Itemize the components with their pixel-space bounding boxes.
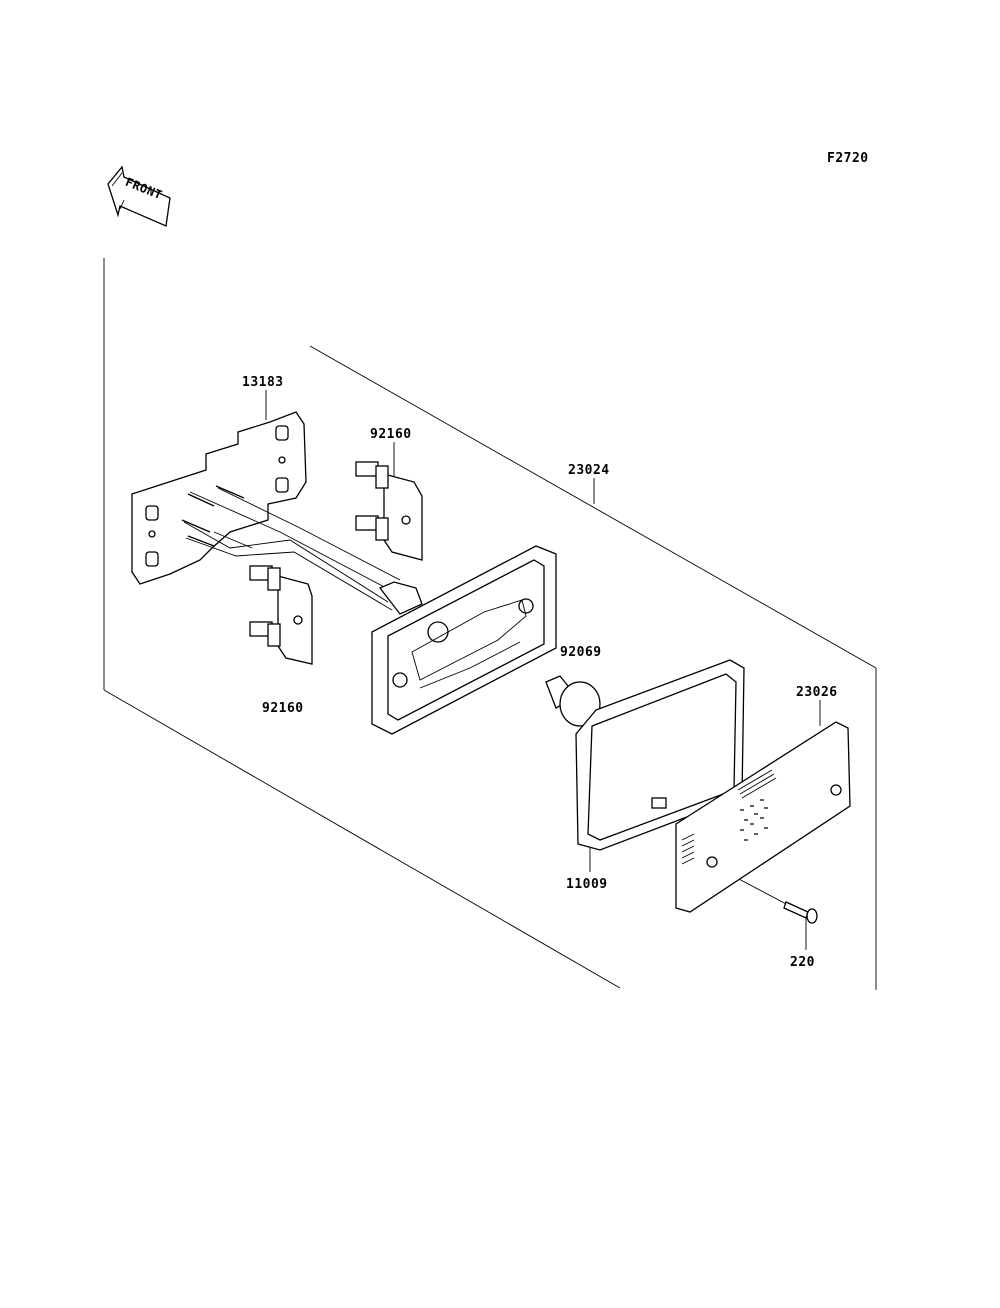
part-label-socket-lower: 92160 xyxy=(262,701,304,716)
lens-23026 xyxy=(675,721,851,913)
socket-92160-lower xyxy=(249,565,313,665)
wire-harness xyxy=(181,485,401,611)
figure-code: F2720 xyxy=(827,151,869,166)
part-label-bulb: 92069 xyxy=(560,645,602,660)
lamp-housing-23024 xyxy=(371,545,557,735)
part-label-screw: 220 xyxy=(790,955,815,970)
part-label-lens: 23026 xyxy=(796,685,838,700)
part-label-bracket: 13183 xyxy=(242,375,284,390)
front-arrow-icon: FRONT xyxy=(107,165,171,227)
part-label-lamp-assembly: 23024 xyxy=(568,463,610,478)
socket-92160-upper xyxy=(355,461,423,561)
front-label: FRONT xyxy=(123,175,164,202)
screw-220 xyxy=(783,901,818,924)
bulb-92069 xyxy=(545,675,601,727)
part-label-gasket: 11009 xyxy=(566,877,608,892)
part-label-socket-upper: 92160 xyxy=(370,427,412,442)
assembly-boundary xyxy=(103,258,877,990)
bracket-13183 xyxy=(131,411,307,585)
